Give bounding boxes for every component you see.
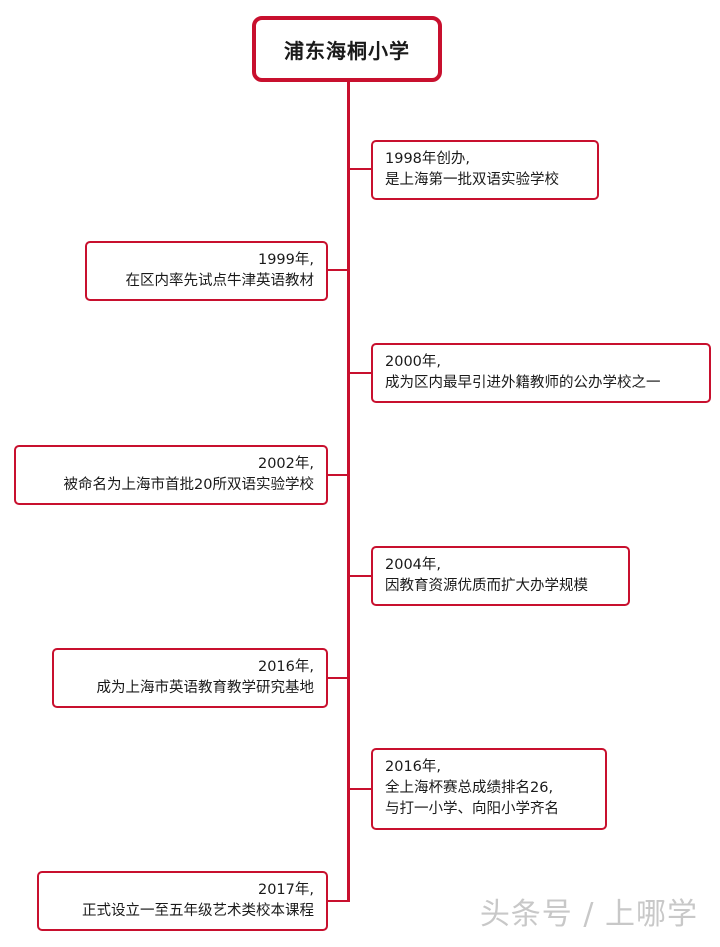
timeline-event-2017: 2017年, 正式设立一至五年级艺术类校本课程 — [37, 871, 328, 931]
event-line: 在区内率先试点牛津英语教材 — [125, 273, 315, 289]
event-line: 1999年, — [257, 252, 314, 268]
title-box: 浦东海桐小学 — [252, 16, 442, 82]
branch-4 — [327, 474, 348, 476]
event-line: 是上海第一批双语实验学校 — [385, 172, 559, 188]
event-line: 1998年创办, — [385, 151, 471, 167]
event-line: 成为上海市英语教育教学研究基地 — [96, 680, 315, 696]
title-text: 浦东海桐小学 — [284, 38, 410, 63]
timeline-event-2000: 2000年, 成为区内最早引进外籍教师的公办学校之一 — [371, 343, 711, 403]
event-line: 因教育资源优质而扩大办学规模 — [385, 578, 588, 594]
timeline-event-2002: 2002年, 被命名为上海市首批20所双语实验学校 — [14, 445, 328, 505]
event-line: 被命名为上海市首批20所双语实验学校 — [63, 477, 314, 493]
branch-8 — [327, 900, 348, 902]
timeline-event-2016-cup: 2016年, 全上海杯赛总成绩排名26, 与打一小学、向阳小学齐名 — [371, 748, 607, 830]
branch-3 — [349, 372, 372, 374]
timeline-event-1998: 1998年创办, 是上海第一批双语实验学校 — [371, 140, 599, 200]
event-line: 2017年, — [257, 882, 314, 898]
branch-2 — [327, 269, 348, 271]
event-line: 全上海杯赛总成绩排名26, — [385, 780, 554, 796]
timeline-event-1999: 1999年, 在区内率先试点牛津英语教材 — [85, 241, 328, 301]
branch-6 — [327, 677, 348, 679]
event-line: 成为区内最早引进外籍教师的公办学校之一 — [385, 375, 661, 391]
event-line: 2016年, — [257, 659, 314, 675]
event-line: 2004年, — [385, 557, 442, 573]
timeline-event-2016-base: 2016年, 成为上海市英语教育教学研究基地 — [52, 648, 328, 708]
branch-5 — [349, 575, 372, 577]
branch-1 — [349, 168, 372, 170]
branch-7 — [349, 788, 372, 790]
event-line: 正式设立一至五年级艺术类校本课程 — [82, 903, 314, 919]
event-line: 2000年, — [385, 354, 442, 370]
timeline-event-2004: 2004年, 因教育资源优质而扩大办学规模 — [371, 546, 630, 606]
timeline-spine — [347, 82, 350, 902]
event-line: 与打一小学、向阳小学齐名 — [385, 801, 559, 817]
event-line: 2016年, — [385, 759, 442, 775]
event-line: 2002年, — [257, 456, 314, 472]
watermark: 头条号 / 上哪学 — [479, 897, 698, 932]
